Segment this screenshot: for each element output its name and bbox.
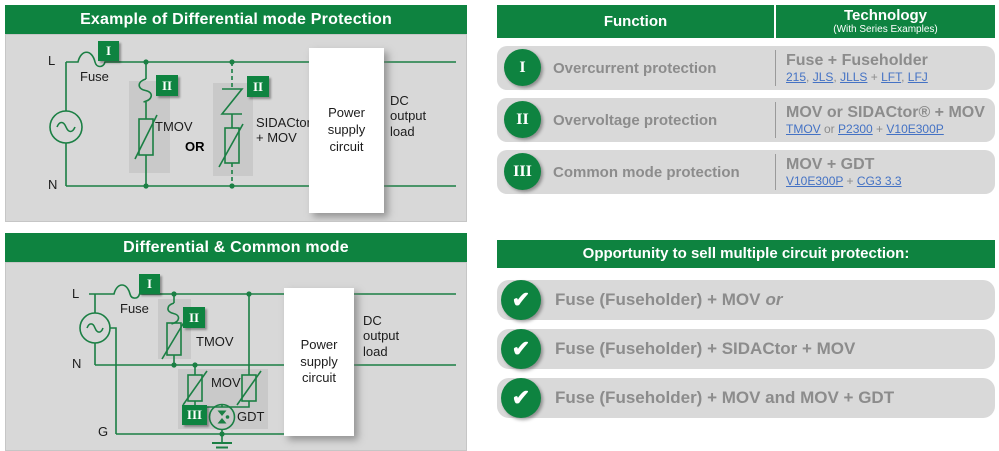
differential-circuit-svg xyxy=(49,51,456,189)
tmov-branch xyxy=(134,62,158,186)
numeral-II-icon: II xyxy=(504,101,541,138)
series-link[interactable]: LFJ xyxy=(907,70,928,84)
label-N: N xyxy=(72,356,82,371)
function-technology-table: Function Technology (With Series Example… xyxy=(497,5,995,194)
series-link[interactable]: JLS xyxy=(812,70,834,84)
technology-title: MOV + GDT xyxy=(786,156,875,173)
table-row-common-mode: III Common mode protection MOV + GDT V10… xyxy=(497,150,995,194)
common-circuit-diagram: L N G Fuse I II III TMOV MOV GDT Power s… xyxy=(5,262,467,451)
series-links: TMOV or P2300 + V10E300P xyxy=(786,122,991,136)
function-label: Common mode protection xyxy=(553,163,740,181)
series-separator: , xyxy=(833,70,841,84)
check-icon: ✔ xyxy=(501,329,541,369)
label-tmov: TMOV xyxy=(196,334,234,349)
table-row-overcurrent: I Overcurrent protection Fuse + Fusehold… xyxy=(497,46,995,90)
label-fuse: Fuse xyxy=(80,69,109,84)
technology-title: MOV or SIDACtor® + MOV xyxy=(786,104,985,121)
label-L: L xyxy=(72,286,80,301)
check-icon: ✔ xyxy=(501,378,541,418)
badge-II-sidactor: II xyxy=(247,76,269,97)
opportunity-text: Fuse (Fuseholder) + SIDACtor + MOV xyxy=(555,339,856,358)
sidactor-branch xyxy=(218,62,244,186)
badge-II: II xyxy=(183,307,205,328)
technology-title: Fuse + Fuseholder xyxy=(786,52,928,69)
label-G: G xyxy=(98,424,109,439)
panel-differential-title: Example of Differential mode Protection xyxy=(5,5,467,34)
label-gdt: GDT xyxy=(237,409,265,424)
badge-I: I xyxy=(98,41,119,61)
table-header: Function Technology (With Series Example… xyxy=(497,5,995,38)
table-row-overvoltage: II Overvoltage protection MOV or SIDACto… xyxy=(497,98,995,142)
series-link[interactable]: JLLS xyxy=(840,70,868,84)
line-L-with-fuse-symbol xyxy=(66,51,456,68)
label-dc-output-load: DC output load xyxy=(363,313,400,359)
label-N: N xyxy=(48,177,58,192)
series-separator: , xyxy=(901,70,908,84)
series-separator: + xyxy=(843,174,857,188)
label-or: OR xyxy=(185,139,205,154)
column-header-technology: Technology (With Series Examples) xyxy=(774,5,995,38)
opportunity-panel: Opportunity to sell multiple circuit pro… xyxy=(497,240,995,418)
panel-common-title: Differential & Common mode xyxy=(5,233,467,262)
technology-cell: MOV or SIDACtor® + MOV TMOV or P2300 + V… xyxy=(775,102,991,138)
label-fuse: Fuse xyxy=(120,301,149,316)
technology-cell: MOV + GDT V10E300P + CG3 3.3 xyxy=(775,154,991,190)
panel-differential-mode: Example of Differential mode Protection xyxy=(5,5,467,222)
series-separator: , xyxy=(806,70,813,84)
series-link[interactable]: CG3 3.3 xyxy=(856,174,902,188)
technology-cell: Fuse + Fuseholder 215, JLS, JLLS + LFT, … xyxy=(775,50,991,86)
label-tmov: TMOV xyxy=(155,119,193,134)
numeral-III-icon: III xyxy=(504,153,541,190)
opportunity-title: Opportunity to sell multiple circuit pro… xyxy=(497,240,995,268)
series-link[interactable]: 215 xyxy=(786,70,807,84)
numeral-I-icon: I xyxy=(504,49,541,86)
function-label: Overvoltage protection xyxy=(553,111,718,129)
label-sidactor-mov: SIDACtor + MOV xyxy=(256,115,311,146)
badge-I: I xyxy=(139,274,160,294)
gdt-internals xyxy=(217,410,230,424)
badge-III: III xyxy=(182,405,207,425)
series-separator: or xyxy=(820,122,839,136)
ac-source-icon xyxy=(49,62,83,186)
function-label: Overcurrent protection xyxy=(553,59,717,77)
series-link[interactable]: V10E300P xyxy=(786,174,844,188)
junction-dots xyxy=(171,291,252,437)
junction-dots xyxy=(143,59,235,189)
opportunity-item-2: ✔ Fuse (Fuseholder) + SIDACtor + MOV xyxy=(497,329,995,369)
italic-or: or xyxy=(765,290,783,309)
column-header-function: Function xyxy=(603,13,668,30)
line-L-with-fuse-symbol xyxy=(89,284,456,299)
power-supply-box: Power supply circuit xyxy=(309,48,384,213)
series-links: 215, JLS, JLLS + LFT, LFJ xyxy=(786,70,991,84)
label-mov: MOV xyxy=(211,375,241,390)
mov-gdt-branch xyxy=(182,365,262,449)
badge-II-tmov: II xyxy=(156,75,178,96)
check-icon: ✔ xyxy=(501,280,541,320)
panel-common-mode: Differential & Common mode xyxy=(5,233,467,451)
ground-icon xyxy=(212,442,232,449)
power-supply-box: Power supply circuit xyxy=(284,288,354,436)
series-link[interactable]: TMOV xyxy=(786,122,821,136)
differential-circuit-diagram: L N Fuse I II II TMOV OR SIDACtor + MOV … xyxy=(5,34,467,222)
ac-source-icon xyxy=(79,294,117,434)
opportunity-text: Fuse (Fuseholder) + MOV and MOV + GDT xyxy=(555,388,895,407)
series-separator: + xyxy=(867,70,882,84)
series-links: V10E300P + CG3 3.3 xyxy=(786,174,991,188)
opportunity-item-3: ✔ Fuse (Fuseholder) + MOV and MOV + GDT xyxy=(497,378,995,418)
series-link[interactable]: LFT xyxy=(881,70,902,84)
series-separator: + xyxy=(872,122,887,136)
series-link[interactable]: P2300 xyxy=(838,122,873,136)
label-dc-output-load: DC output load xyxy=(390,93,427,139)
series-link[interactable]: V10E300P xyxy=(886,122,944,136)
label-L: L xyxy=(48,53,56,68)
column-header-technology-sub: (With Series Examples) xyxy=(833,24,938,35)
